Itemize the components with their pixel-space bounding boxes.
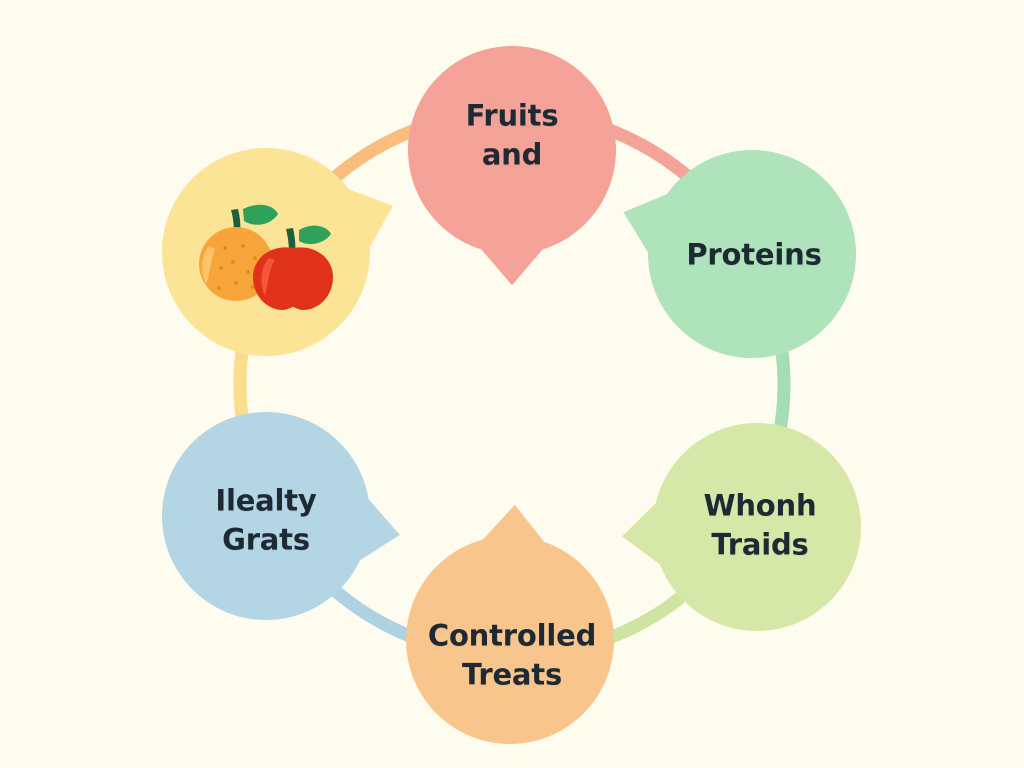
bubble-body-controlled-treats[interactable]	[406, 536, 614, 744]
bubble-controlled-treats[interactable]	[406, 504, 614, 744]
bubble-body-fruits-and[interactable]	[408, 46, 616, 254]
bubble-healthy-grains[interactable]	[162, 412, 400, 620]
bubble-tail-proteins	[623, 194, 668, 253]
orange-and-apple-fruit-icon	[181, 192, 351, 312]
bubble-tail-fruits-and	[481, 249, 543, 286]
bubble-tail-whole-grains	[622, 503, 661, 565]
bubble-body-healthy-grains[interactable]	[162, 412, 370, 620]
bubble-proteins[interactable]	[623, 150, 856, 358]
bubble-body-whole-grains[interactable]	[653, 423, 861, 631]
bubble-fruits-and[interactable]	[408, 46, 616, 286]
bubble-tail-fruits-icon	[348, 189, 394, 247]
bubble-tail-controlled-treats	[482, 504, 545, 542]
bubble-tail-healthy-grains	[360, 499, 400, 561]
bubble-whole-grains[interactable]	[622, 423, 861, 631]
bubble-layer	[162, 46, 861, 744]
bubble-body-proteins[interactable]	[648, 150, 856, 358]
